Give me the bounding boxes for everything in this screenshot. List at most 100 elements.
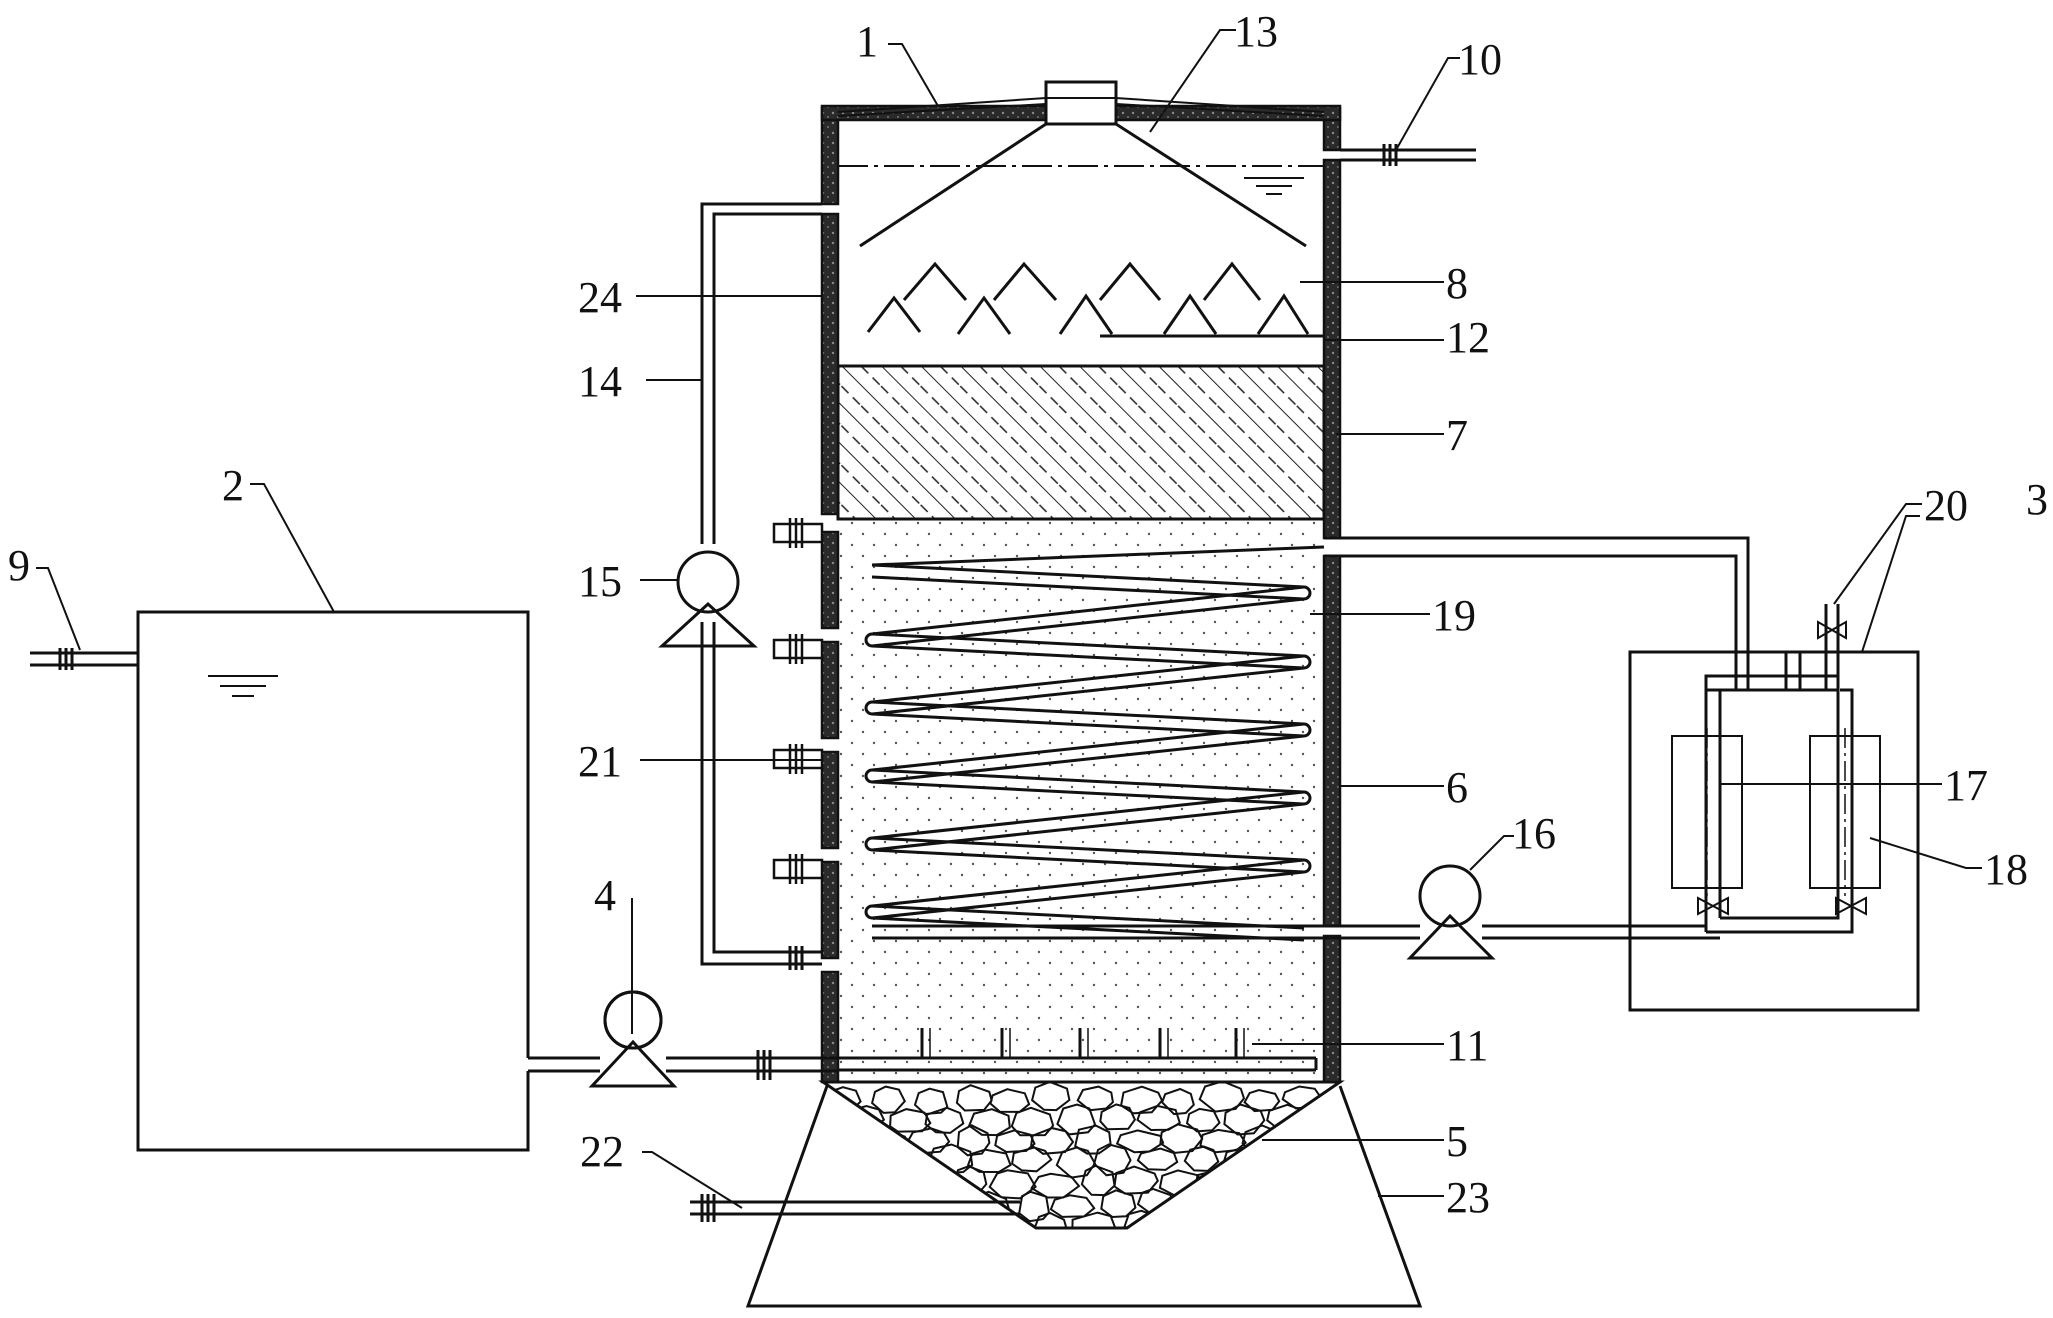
feed-line <box>528 1050 838 1080</box>
gravel-stone <box>955 1084 993 1112</box>
gravel-stone <box>967 1108 1011 1137</box>
label-reactor: 1 <box>856 17 878 66</box>
feed-tank <box>136 610 530 1152</box>
label-settling-zone: 8 <box>1446 259 1468 308</box>
label-sampling-ports: 21 <box>578 737 622 786</box>
gravel-stone <box>1010 1106 1055 1137</box>
reactor-body <box>820 97 1342 1084</box>
label-heater-a: 17 <box>1944 761 1988 810</box>
gravel-stone <box>869 1166 904 1197</box>
coil-bend <box>864 768 873 784</box>
left-wall-seg <box>820 750 840 850</box>
gravel-stone <box>1123 1209 1157 1228</box>
packing-layer <box>836 364 1326 521</box>
left-wall-seg <box>820 640 840 740</box>
gravel-stone <box>825 1169 864 1195</box>
gravel-stone <box>1259 1143 1306 1177</box>
heating-pump <box>1406 864 1496 960</box>
left-wall-mid <box>820 212 840 516</box>
support-base <box>745 1085 1423 1308</box>
gravel-stone <box>1246 1167 1287 1193</box>
coil-line-inner <box>871 575 1305 942</box>
outlet-pipe <box>1340 144 1476 166</box>
sampling-port <box>772 638 824 660</box>
gravel-stone <box>870 1211 908 1228</box>
gravel-stone <box>1185 1107 1221 1133</box>
gravel-stone <box>1194 1167 1243 1195</box>
sampling-port <box>772 522 824 544</box>
gravel-stone <box>1281 1208 1326 1228</box>
gravel-stone <box>1136 1147 1179 1171</box>
top-cap-left <box>820 104 1048 122</box>
gravel-stone <box>1119 1085 1164 1115</box>
left-wall-seg <box>820 860 840 960</box>
heater-loop <box>1671 674 1881 934</box>
coil-bend <box>1303 722 1312 738</box>
feed-pump <box>588 990 678 1088</box>
gravel-stone <box>954 1213 987 1228</box>
label-heating-coil: 19 <box>1432 591 1476 640</box>
gravel-stone <box>847 1190 885 1221</box>
gravel-stone <box>1283 1168 1328 1199</box>
gravel-stone <box>823 1127 861 1152</box>
label-packing-layer: 7 <box>1446 411 1468 460</box>
coil-bend <box>1303 654 1312 670</box>
gravel-stone <box>1011 1146 1053 1173</box>
drain-pipe <box>690 1194 1020 1222</box>
recycle-pump <box>658 550 758 648</box>
distributor <box>838 1028 1318 1072</box>
gravel-stone <box>1080 1164 1116 1197</box>
gravel-stone <box>924 1106 965 1134</box>
label-feed-pump: 4 <box>594 871 616 920</box>
gravel-stone <box>1055 1146 1097 1179</box>
label-heat-box: 3 <box>2026 475 2048 524</box>
gravel-stone <box>902 1166 949 1199</box>
left-wall-lower <box>820 970 840 1084</box>
gravel-stone <box>1309 1185 1340 1217</box>
sampling-port <box>772 858 824 880</box>
gravel-stone <box>1220 1147 1259 1179</box>
heating-feed-line <box>1324 924 1720 940</box>
gravel-stone <box>1243 1209 1279 1228</box>
gravel-stone <box>849 1147 885 1178</box>
label-heater-b: 18 <box>1984 845 2028 894</box>
right-wall-mid <box>1322 554 1342 928</box>
label-recycle-pump: 15 <box>578 557 622 606</box>
label-vent-valve: 20 <box>1924 481 1968 530</box>
label-inlet-pipe: 9 <box>8 541 30 590</box>
gravel-stone <box>1049 1194 1096 1218</box>
left-wall-seg <box>820 530 840 630</box>
gravel-stone <box>1030 1082 1071 1112</box>
gravel-stone <box>1032 1211 1068 1228</box>
leader-lines <box>36 29 1982 1209</box>
top-cap-right <box>1114 104 1342 122</box>
gravel-stone <box>1100 1189 1137 1219</box>
label-gravel-bed: 5 <box>1446 1117 1468 1166</box>
label-reaction-zone: 6 <box>1446 763 1468 812</box>
heating-return-line <box>1324 536 1840 692</box>
gravel-stone <box>889 1108 932 1133</box>
recycle-pipe <box>700 202 822 970</box>
gravel-stone <box>1286 1127 1323 1157</box>
label-distributor: 11 <box>1446 1021 1488 1070</box>
gravel-stone <box>1267 1186 1309 1215</box>
gravel-stone <box>1076 1085 1114 1112</box>
gravel-stone <box>956 1124 991 1157</box>
gravel-stone <box>913 1087 949 1116</box>
gravel-stone <box>1223 1191 1259 1216</box>
gravel-stone <box>1018 1190 1050 1223</box>
label-baffles: 12 <box>1446 313 1490 362</box>
inlet-pipe <box>30 648 138 670</box>
label-support-base: 23 <box>1446 1173 1490 1222</box>
coil-bend <box>864 836 873 852</box>
gravel-stone <box>825 1086 862 1113</box>
gravel-stone <box>1160 1087 1195 1116</box>
coil-top-lead <box>871 545 1325 567</box>
coil-bend <box>1303 858 1312 874</box>
label-recycle-pipe: 14 <box>578 357 622 406</box>
gravel-stone <box>1159 1209 1208 1228</box>
baffles <box>866 261 1324 338</box>
gravel-stone <box>1093 1143 1132 1177</box>
